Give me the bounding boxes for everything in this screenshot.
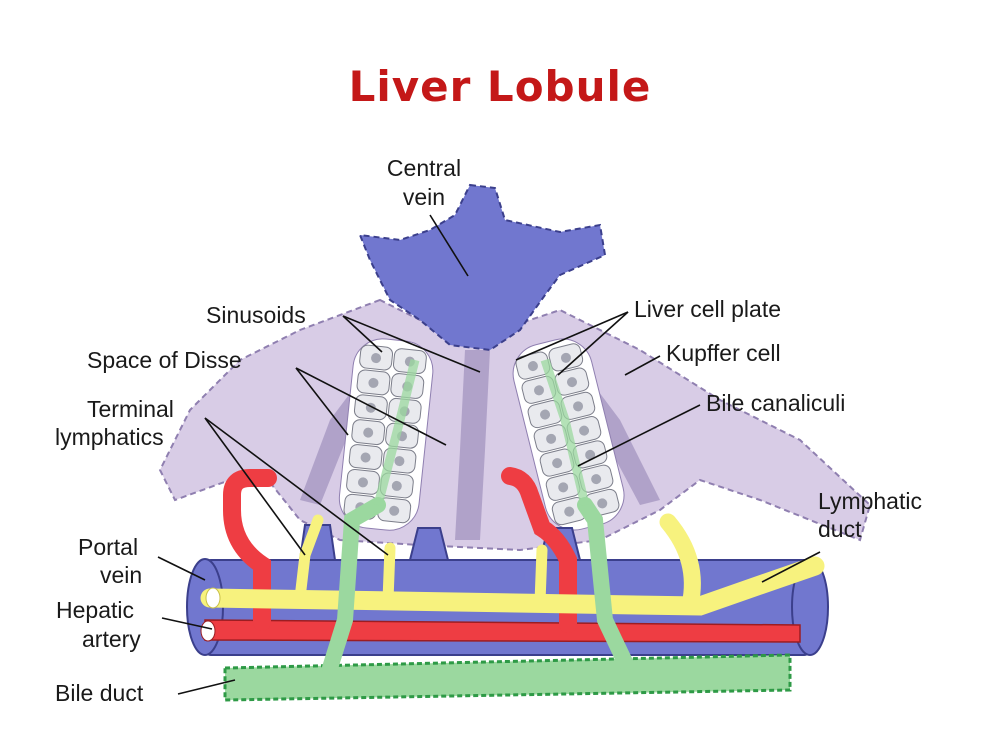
leader-lines: [157, 214, 821, 695]
hepatocyte-nucleus: [394, 456, 405, 467]
hepatocyte-nucleus: [566, 377, 577, 388]
hepatocyte-nucleus: [585, 449, 596, 460]
leader-bile-duct: [177, 679, 236, 695]
lymphatic-duct: [659, 513, 701, 614]
label-lymphatic-duct-line2: duct: [818, 516, 862, 542]
label-lymphatic-duct-line1: Lymphatic: [818, 488, 922, 514]
terminal-lymphatic-2: [382, 542, 396, 606]
leader-central-vein: [429, 214, 469, 277]
hepatic-artery-branch-right: [501, 467, 577, 633]
leader-sinusoids-2: [342, 315, 481, 373]
leader-hepatic-artery: [161, 617, 213, 630]
hepatocyte-nucleus: [371, 353, 382, 364]
hepatocyte-nucleus: [597, 498, 608, 509]
leader-disse-1: [295, 367, 349, 436]
sinusoid-fan: [158, 298, 872, 552]
hepatocyte-nucleus: [391, 480, 402, 491]
hepatic-artery-branch-left: [223, 469, 277, 631]
liver-cell-plate-left: [338, 338, 434, 531]
leader-bile-canaliculi: [577, 404, 701, 467]
leader-lymphatic-duct: [761, 551, 821, 583]
hepatocyte-nucleus: [360, 452, 371, 463]
leader-liver-plate-2: [557, 311, 629, 376]
leader-lymph-2: [204, 417, 389, 556]
label-portal-vein-line2: vein: [100, 562, 142, 588]
hepatocyte-nucleus: [552, 458, 563, 469]
lymphatic-end: [205, 587, 221, 609]
label-central-vein-line1: Central: [387, 155, 461, 181]
hepatocyte-nucleus: [579, 425, 590, 436]
leader-kupffer: [624, 355, 661, 376]
hepatocyte-nucleus: [363, 427, 374, 438]
label-portal-vein-line1: Portal: [78, 534, 138, 560]
hepatic-artery-end: [200, 620, 216, 642]
hepatocyte-nucleus: [389, 505, 400, 516]
hepatocyte-nucleus: [573, 401, 584, 412]
label-hepatic-artery-line2: artery: [82, 626, 141, 652]
lymphatic-main: [200, 556, 825, 616]
label-bile-canaliculi: Bile canaliculi: [706, 390, 845, 416]
labels: Central vein Sinusoids Space of Disse Te…: [55, 155, 922, 706]
bile-duct-body: [223, 653, 792, 702]
central-vein: [358, 183, 607, 352]
label-sinusoids: Sinusoids: [206, 302, 306, 328]
label-terminal-lymphatics-line1: Terminal: [87, 396, 174, 422]
label-liver-cell-plate: Liver cell plate: [634, 296, 781, 322]
hepatocyte-nucleus: [540, 409, 551, 420]
central-vein-body: [358, 183, 607, 352]
page-title: Liver Lobule: [348, 62, 652, 111]
bile-canaliculus-left: [373, 358, 420, 507]
hepatocyte-nucleus: [591, 474, 602, 485]
hepatocyte-nucleus: [558, 482, 569, 493]
sinusoid-region: [158, 298, 872, 552]
leader-lymph-1: [204, 417, 306, 556]
bile-ductule-right: [577, 497, 633, 670]
hepatocyte-nucleus: [560, 352, 571, 363]
hepatocyte-nucleus: [357, 477, 368, 488]
label-space-of-disse: Space of Disse: [87, 347, 242, 373]
leader-liver-plate-1: [515, 311, 629, 361]
leader-disse-2: [295, 367, 447, 446]
leader-sinusoids-1: [342, 315, 383, 353]
label-terminal-lymphatics-line2: lymphatics: [55, 424, 164, 450]
label-central-vein-line2: vein: [403, 184, 445, 210]
portal-vein-branch-mid: [408, 527, 450, 561]
hepatocyte-nucleus: [534, 385, 545, 396]
hepatocyte-nucleus: [527, 361, 538, 372]
hepatocyte-nucleus: [564, 506, 575, 517]
bile-canaliculus-right: [540, 358, 590, 507]
terminal-lymphatic-3: [534, 544, 548, 608]
hepatocyte-nucleus: [546, 433, 557, 444]
bile-duct-system: [223, 358, 792, 702]
label-hepatic-artery-line1: Hepatic: [56, 597, 134, 623]
label-kupffer-cell: Kupffer cell: [666, 340, 781, 366]
bile-ductule-left: [322, 497, 386, 676]
sinusoid-channel-mid: [455, 350, 490, 540]
hepatocyte-nucleus: [368, 377, 379, 388]
leader-portal-vein: [157, 556, 206, 581]
label-bile-duct: Bile duct: [55, 680, 144, 706]
